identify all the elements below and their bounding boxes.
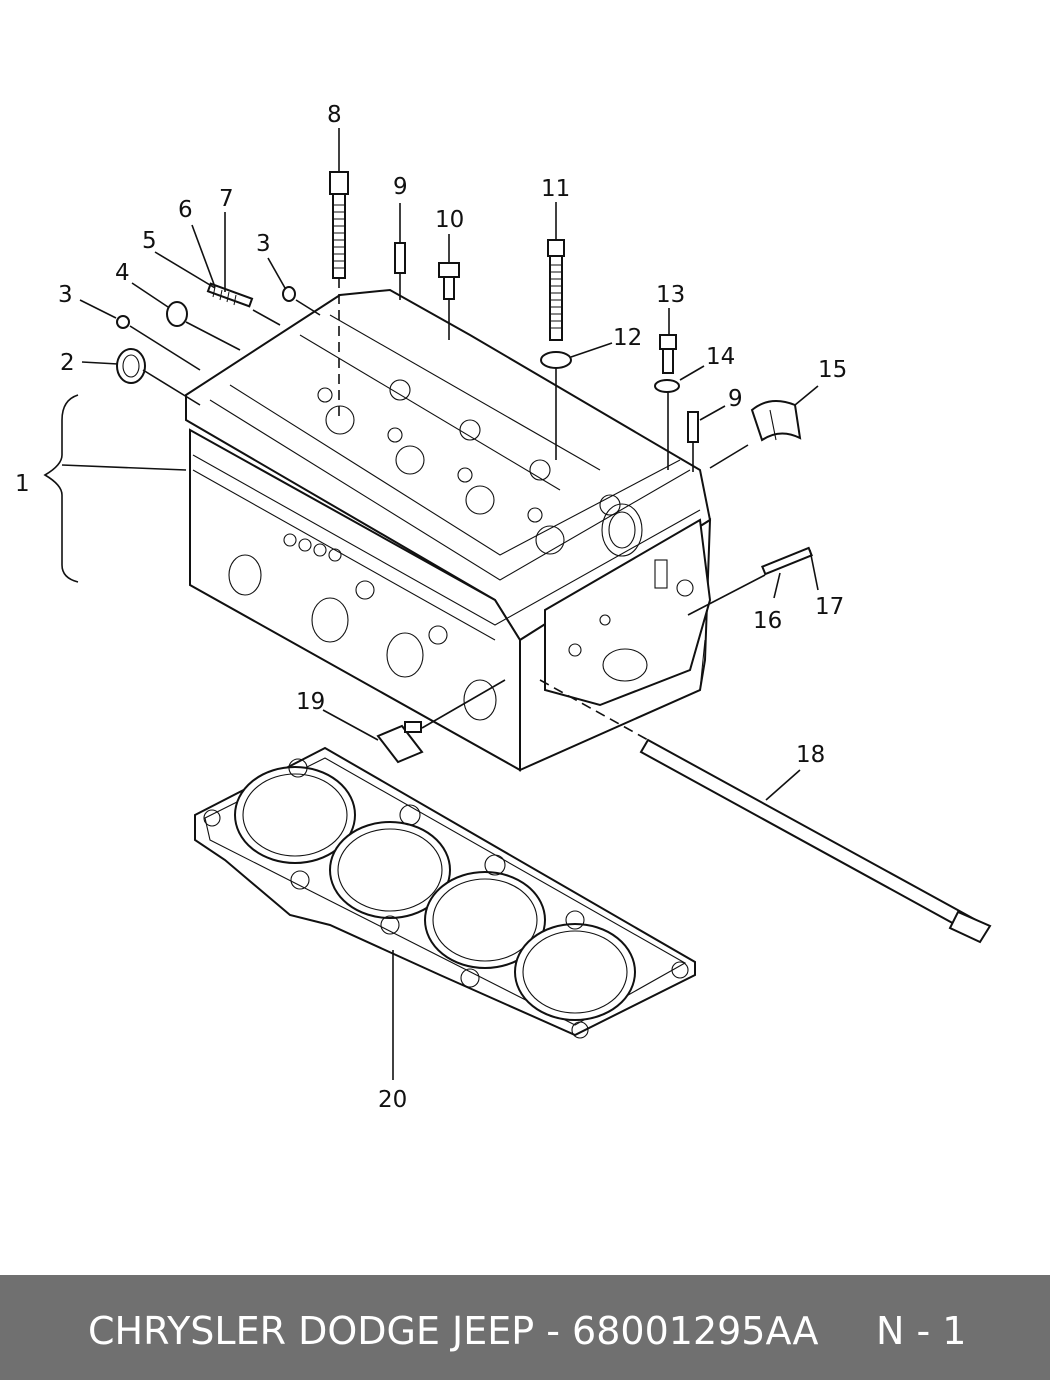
parts-diagram: 1 2 3 3 4 5 6 7 8 9 9 10 11 12 13 14 15 … <box>15 102 992 1113</box>
callout-14: 14 <box>706 344 735 370</box>
fitting-part-19 <box>376 721 424 764</box>
callout-11: 11 <box>541 176 570 202</box>
callout-16: 16 <box>753 608 782 634</box>
stud-part-7 <box>206 282 254 308</box>
head-bolt-part-8 <box>329 171 349 279</box>
callout-9b: 9 <box>728 386 743 412</box>
long-bolt-part-11 <box>547 239 565 341</box>
callout-15: 15 <box>818 357 847 383</box>
callout-1: 1 <box>15 471 30 497</box>
callout-6: 6 <box>178 197 193 223</box>
plug-part-3b <box>282 286 296 302</box>
flange-bolt-part-10 <box>438 262 460 300</box>
bolt-part-13 <box>659 334 677 374</box>
callout-19: 19 <box>296 689 325 715</box>
washer-part-14 <box>654 379 680 393</box>
stud-part-16 <box>761 546 813 576</box>
callout-20: 20 <box>378 1087 407 1113</box>
dowel-part-9b <box>687 411 699 443</box>
cylinder-head <box>185 288 712 772</box>
dowel-part-9a <box>394 242 406 274</box>
callout-3a: 3 <box>58 282 73 308</box>
footer-bar: CHRYSLER DODGE JEEP - 68001295AA N - 1 <box>0 1275 1050 1380</box>
callout-12: 12 <box>613 325 642 351</box>
callout-13: 13 <box>656 282 685 308</box>
head-gasket-part-20 <box>194 746 696 1039</box>
callout-7: 7 <box>219 186 234 212</box>
callout-10: 10 <box>435 207 464 233</box>
rod-part-18 <box>639 738 992 944</box>
page-number: N - 1 <box>876 1309 967 1353</box>
bearing-shell-part-15 <box>750 400 802 442</box>
plug-part-3a <box>116 315 130 329</box>
callout-17: 17 <box>815 594 844 620</box>
leader-lines <box>43 128 819 1080</box>
callouts: 1 2 3 3 4 5 6 7 8 9 9 10 11 12 13 14 15 … <box>15 102 847 1113</box>
seal-part-2 <box>116 348 146 384</box>
washer-part-12 <box>540 351 572 369</box>
callout-8: 8 <box>327 102 342 128</box>
callout-9a: 9 <box>393 174 408 200</box>
callout-3b: 3 <box>256 231 271 257</box>
callout-18: 18 <box>796 742 825 768</box>
callout-5: 5 <box>142 228 157 254</box>
callout-4: 4 <box>115 260 130 286</box>
callout-2: 2 <box>60 350 75 376</box>
cup-plug-part-4 <box>166 301 188 327</box>
part-number-title: CHRYSLER DODGE JEEP - 68001295AA <box>88 1309 819 1353</box>
